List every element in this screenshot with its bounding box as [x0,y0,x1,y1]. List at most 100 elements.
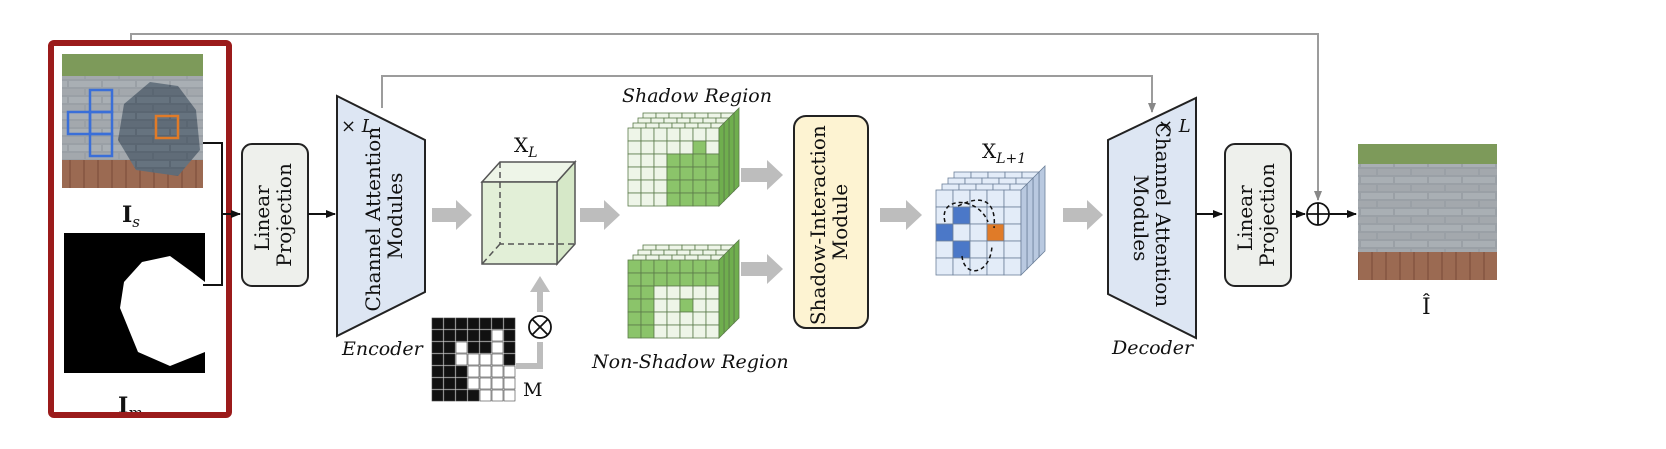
mask-cell [431,353,444,366]
cube-cell [640,272,655,287]
encoder-block: Channel Attention Modules × L [336,94,426,338]
xl1-cell [969,257,988,276]
decoder-block: Channel Attention Modules × L [1107,96,1197,340]
mask-cell [479,341,492,354]
mask-cell [455,341,468,354]
mask-cell [431,341,444,354]
cube-cell [679,311,694,326]
linear-projection-out-label-1: Linear [1233,185,1257,251]
mask-cell [503,353,516,366]
linear-projection-out-block: Linear Projection [1224,143,1292,287]
cube-cell [627,153,642,168]
xl1-cell [952,223,971,242]
xl1-side [1020,183,1028,276]
mask-cell [491,329,504,342]
cube-cell [653,259,668,274]
cube-cell [666,166,681,181]
mask-connector [516,276,550,369]
output-label: Î [1422,293,1431,320]
cube-cell [640,259,655,274]
mask-cell [443,353,456,366]
linear-projection-out-label-2: Projection [1255,163,1279,267]
shadow-interaction-module-block: Shadow-Interaction Module [793,115,869,329]
xl1-cell [952,257,971,276]
non-shadow-region-label: Non-Shadow Region [591,351,789,373]
cube-cell [705,179,720,194]
shadow-region-label: Shadow Region [622,85,772,107]
shadow-interaction-label-2: Module [828,184,852,260]
linear-projection-in-label-1: Linear [250,185,274,251]
encoder-label-2: Modules [383,173,407,260]
cube-cell [679,153,694,168]
cube-cell [705,298,720,313]
cube-cell [679,259,694,274]
xl1-cell [935,240,954,259]
cube-cell [666,272,681,287]
cube-side [733,107,740,192]
mask-cell [467,377,480,390]
arrow-sim-to-xl1 [880,200,922,230]
arrow-shadow-to-sim [741,160,783,190]
cube-cell [640,285,655,300]
cube-cell [692,272,707,287]
mask-cell [503,329,516,342]
xl1-cell [969,223,988,242]
cube-cell [705,192,720,207]
mask-cell [491,377,504,390]
shadow-image-label: Is [122,202,140,231]
cube-side [728,244,735,329]
mask-cell [455,329,468,342]
cube-cell [653,285,668,300]
cube-cell [627,311,642,326]
cube-cell [679,140,694,155]
mask-cell [443,341,456,354]
cube-cell [627,192,642,207]
mask-cell [443,317,456,330]
cube-cell [640,311,655,326]
cube-cell [627,324,642,339]
mask-cell [479,377,492,390]
cube-cell [627,298,642,313]
mask-cell [479,389,492,402]
cube-cell [666,324,681,339]
mask-cell [455,317,468,330]
cube-cell [627,166,642,181]
xl-label: XL [514,133,538,161]
xl1-cell [969,189,988,208]
non-shadow-region-cube [627,239,740,339]
shadow-interaction-label-1: Shadow-Interaction [806,125,830,325]
cube-cell [692,324,707,339]
xl1-side [1032,171,1040,264]
decoder-repeat-label: × L [1158,116,1191,137]
cube-cell [705,140,720,155]
mask-cell [479,317,492,330]
cube-cell [692,127,707,142]
cube-cell [666,192,681,207]
xl1-cell [1003,206,1022,225]
mask-cell [467,389,480,402]
mask-cell [467,341,480,354]
add-icon [1306,202,1330,226]
xl1-cell [952,206,971,225]
mask-cell [503,389,516,402]
cube-cell [653,153,668,168]
cube-cell [666,153,681,168]
cube-cell [705,153,720,168]
mask-cell [491,389,504,402]
xl1-cell [952,240,971,259]
arrow-encoder-to-xl [432,200,472,230]
mask-cell [479,329,492,342]
mask-cell [455,377,468,390]
linear-projection-in-block: Linear Projection [241,143,309,287]
xl1-cell [986,257,1005,276]
cube-cell [640,192,655,207]
input-highlight-frame [48,40,232,418]
cube-cell [627,179,642,194]
mask-image [64,233,205,373]
cube-cell [679,272,694,287]
mask-cell [503,377,516,390]
xl1-cell [986,206,1005,225]
multiply-icon [528,315,552,339]
mask-cell [491,365,504,378]
mask-cell [443,365,456,378]
